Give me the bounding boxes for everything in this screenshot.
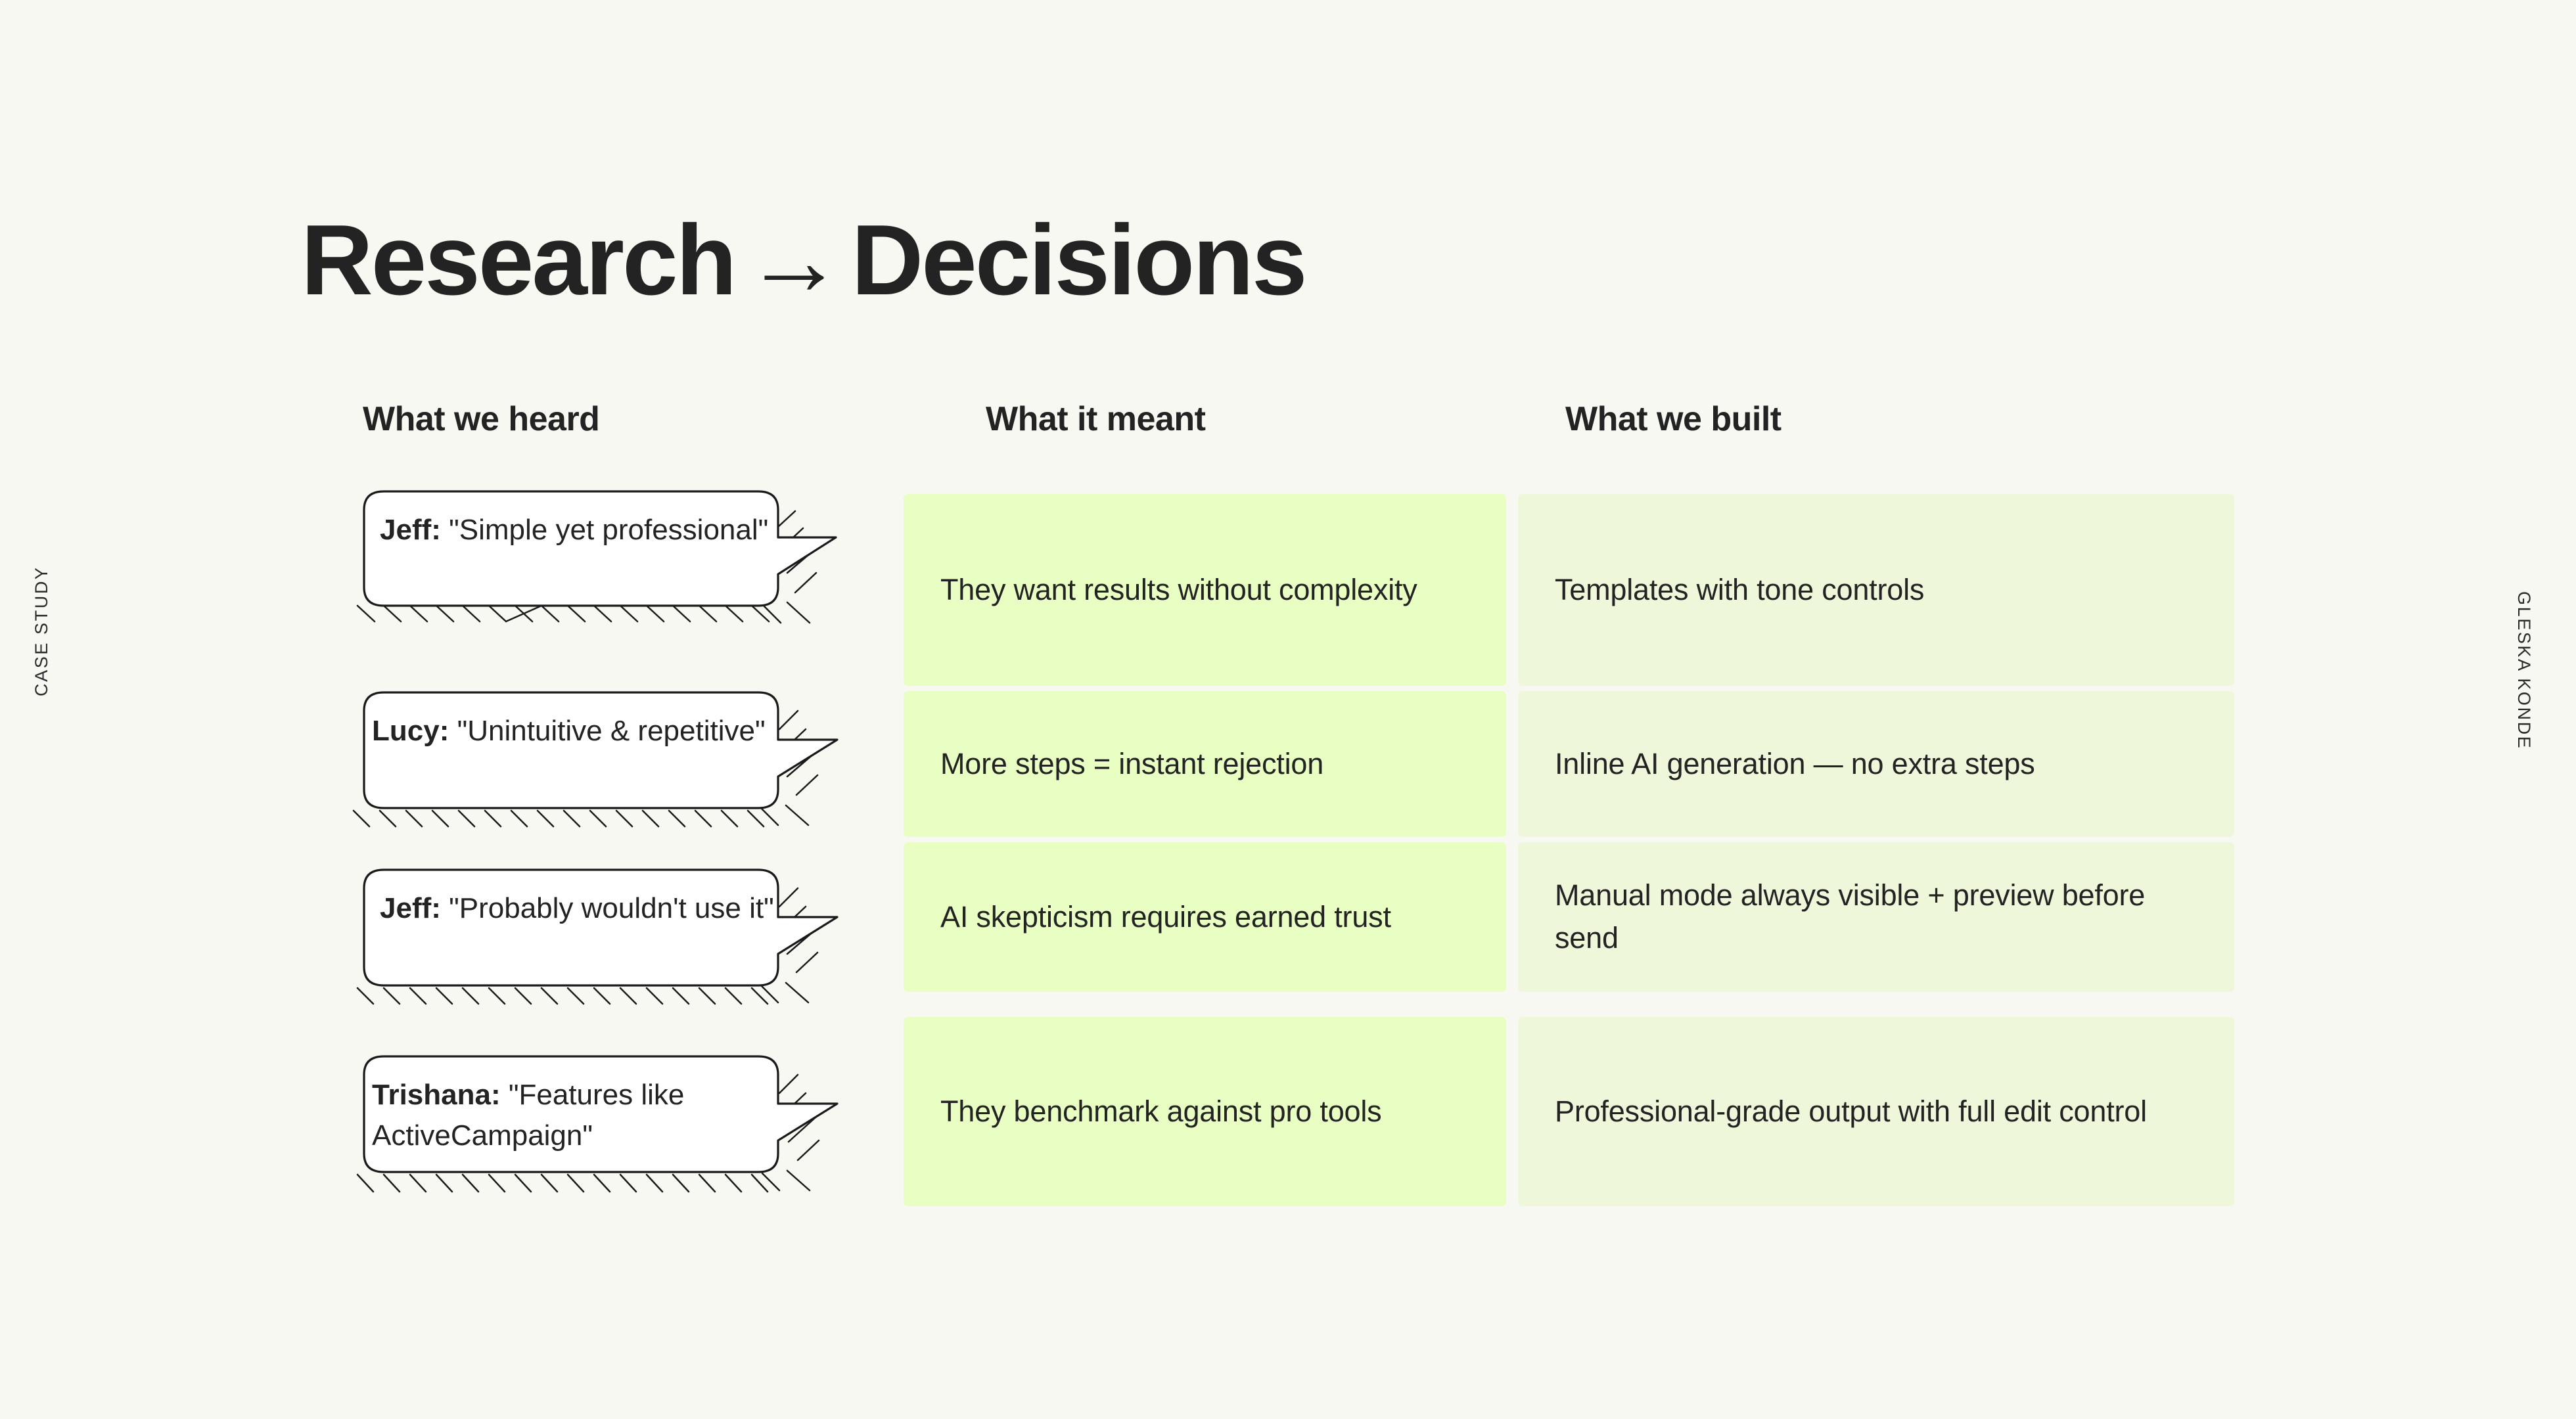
speech-bubble: Lucy: "Unintuitive & repetitive"	[352, 688, 866, 833]
speech-bubble: Jeff: "Simple yet professional"	[354, 487, 866, 632]
meant-cell: They benchmark against pro tools	[904, 1017, 1506, 1206]
meant-cell: AI skepticism requires earned trust	[904, 842, 1506, 992]
meant-text: They want results without complexity	[940, 572, 1417, 606]
meant-text: More steps = instant rejection	[940, 746, 1324, 780]
quote-body: "Simple yet professional"	[440, 514, 769, 546]
quote-speaker: Jeff:	[380, 892, 441, 924]
page-title-after: Decisions	[851, 204, 1307, 316]
meant-text: They benchmark against pro tools	[940, 1094, 1382, 1128]
speech-bubble: Jeff: "Probably wouldn't use it"	[354, 866, 866, 1010]
column-header-what-we-heard: What we heard	[363, 400, 600, 438]
column-header-what-it-meant: What it meant	[986, 400, 1206, 438]
quote-body: "Unintuitive & repetitive"	[449, 715, 766, 747]
built-cell: Inline AI generation — no extra steps	[1518, 691, 2234, 837]
column-header-what-we-built: What we built	[1565, 400, 1782, 438]
meant-text: AI skepticism requires earned trust	[940, 899, 1391, 934]
meant-cell: More steps = instant rejection	[904, 691, 1506, 837]
quote-body: "Probably wouldn't use it"	[440, 892, 774, 924]
quote-speaker: Lucy:	[372, 715, 449, 747]
quote-speaker: Jeff:	[380, 514, 441, 546]
quote-text: Jeff: "Simple yet professional"	[365, 510, 799, 551]
meant-cell: They want results without complexity	[904, 494, 1506, 686]
built-cell: Manual mode always visible + preview bef…	[1518, 842, 2234, 992]
built-text: Professional-grade output with full edit…	[1555, 1094, 2147, 1128]
quote-speaker: Trishana:	[372, 1079, 501, 1111]
built-text: Manual mode always visible + preview bef…	[1555, 878, 2146, 955]
built-text: Inline AI generation — no extra steps	[1555, 746, 2035, 780]
page-title: Research→Decisions	[301, 210, 1308, 310]
arrow-right-icon: →	[744, 204, 844, 316]
speech-bubble: Trishana: "Features like ActiveCampaign"	[354, 1046, 866, 1197]
built-cell: Templates with tone controls	[1518, 494, 2234, 686]
built-text: Templates with tone controls	[1555, 572, 1925, 606]
page-title-before: Research	[301, 204, 737, 316]
quote-text: Jeff: "Probably wouldn't use it"	[365, 888, 799, 929]
quote-text: Trishana: "Features like ActiveCampaign"	[365, 1075, 799, 1157]
built-cell: Professional-grade output with full edit…	[1518, 1017, 2234, 1206]
quote-body: "Features like ActiveCampaign"	[372, 1079, 685, 1152]
quote-text: Lucy: "Unintuitive & repetitive"	[365, 711, 799, 752]
